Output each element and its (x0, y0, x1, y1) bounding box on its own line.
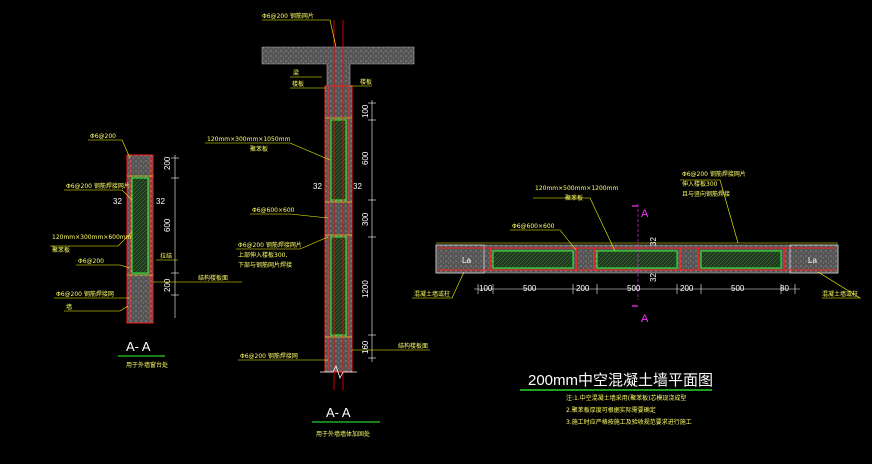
plan-block-2 (596, 250, 678, 269)
center-dim-100: 100 (361, 104, 370, 118)
center-dim-32-right: 32 (353, 182, 362, 191)
plan-la-right: La (808, 256, 817, 265)
center-detail: 100 600 300 1200 160 32 32 Φ6@200 钢筋网片 梁… (205, 12, 430, 438)
left-dim-200-top: 200 (163, 156, 172, 170)
left-dim-200-bottom: 200 (163, 278, 172, 292)
plan-top-rebar-1: Φ6@200 钢筋焊接网片 (682, 170, 746, 178)
center-label-beam-right: 楼板 (360, 78, 372, 86)
plan-dim-500-b: 500 (627, 284, 641, 293)
center-label-top: Φ6@200 钢筋网片 (262, 12, 314, 20)
center-label-beam-left: 梁 (293, 69, 299, 77)
plan-left-note: 混凝土墙或柱 (414, 290, 450, 298)
center-label-beam-left2: 楼板 (292, 80, 304, 88)
center-dim-300: 300 (361, 212, 370, 226)
left-section-label: A- A (126, 339, 151, 354)
note-3: 3.施工时应严格按施工及验收规范要求进行施工 (566, 418, 692, 426)
center-dim-600: 600 (361, 151, 370, 165)
plan-left-column (435, 244, 485, 274)
center-label-conn-1: Φ6@200 钢筋焊接网片 (238, 241, 302, 249)
left-dim-32-right: 32 (156, 197, 165, 206)
plan-block-name: 聚苯板 (565, 194, 583, 202)
center-dim-1200: 1200 (361, 280, 370, 298)
plan-dim-32-bottom: 32 (649, 273, 658, 282)
left-label-bottom-rebar: Φ6@200 钢筋焊接网 (56, 290, 114, 298)
left-label-block-name: 聚苯板 (52, 246, 70, 254)
center-caption: 用于外墙墙体加固处 (316, 430, 370, 438)
left-label-bottom-note: 墙 (66, 303, 72, 311)
center-top-slab (261, 46, 415, 87)
center-label-conn-2: 上部伸入楼板300, (238, 251, 287, 259)
plan-block-3 (700, 250, 782, 269)
center-label-right-note: 结构楼板面 (398, 342, 428, 350)
left-label-mid-rebar: Φ6@200 (78, 258, 104, 265)
plan-dim-200-b: 200 (680, 284, 694, 293)
left-detail: 200 600 200 32 32 Φ6@200 Φ6@200 钢筋焊接网片 1… (50, 133, 242, 369)
plan-dim-32-top: 32 (649, 237, 658, 246)
plan-detail: A A 32 32 La La 100 500 200 500 200 500 … (412, 170, 862, 325)
left-dim-32-left: 32 (113, 197, 122, 206)
center-block-top (330, 119, 347, 201)
note-1: 注:1.中空混凝土墙采用(聚苯板)芯模现浇成型 (566, 394, 686, 402)
plan-section-mark-bottom: A (641, 313, 649, 325)
plan-right-note: 混凝土墙或柱 (822, 290, 858, 298)
center-block-bottom (330, 236, 347, 336)
plan-block-1 (492, 250, 574, 269)
plan-top-rebar-3: 且与竖向钢筋焊接 (682, 190, 730, 198)
note-2: 2.聚苯板厚度可根据实际需要确定 (566, 406, 656, 414)
plan-title: 200mm中空混凝土墙平面图 (528, 372, 713, 389)
left-label-block-size: 120mm×300mm×600mm (52, 234, 132, 241)
left-label-right-note: 结构楼板面 (198, 274, 228, 282)
center-label-mid-rebar: Φ6@600×600 (252, 207, 295, 214)
plan-dim-100: 100 (479, 284, 493, 293)
center-label-bottom-rebar: Φ6@200 钢筋焊接网 (240, 352, 298, 360)
plan-section-mark-top: A (641, 208, 649, 220)
plan-mid-rebar: Φ6@600×600 (512, 223, 555, 230)
center-dim-32-left: 32 (313, 182, 322, 191)
center-label-block-size: 120mm×300mm×1050mm (207, 136, 290, 143)
plan-dim-80: 80 (780, 284, 789, 293)
left-block (131, 177, 149, 274)
left-label-conn-rebar: Φ6@200 钢筋焊接网片 (66, 182, 130, 190)
center-section-label: A- A (326, 405, 351, 420)
plan-la-left: La (462, 256, 471, 265)
plan-top-rebar-2: 伸入楼板300 (682, 180, 718, 188)
plan-dim-500-c: 500 (731, 284, 745, 293)
center-label-block-name: 聚苯板 (250, 145, 268, 153)
center-label-conn-3: 下部与钢筋网片焊接 (238, 261, 292, 269)
plan-block-size: 120mm×500mm×1200mm (535, 185, 618, 192)
title-block: 200mm中空混凝土墙平面图 注:1.中空混凝土墙采用(聚苯板)芯模现浇成型 2… (520, 372, 713, 426)
left-caption: 用于外墙窗台处 (126, 361, 168, 369)
left-label-top-rebar: Φ6@200 (90, 133, 116, 140)
center-dim-160: 160 (361, 340, 370, 354)
left-label-right: 拉结 (160, 252, 172, 260)
plan-dim-200-a: 200 (576, 284, 590, 293)
plan-dim-500-a: 500 (523, 284, 537, 293)
left-dim-600: 600 (163, 218, 172, 232)
plan-right-column (789, 244, 839, 274)
